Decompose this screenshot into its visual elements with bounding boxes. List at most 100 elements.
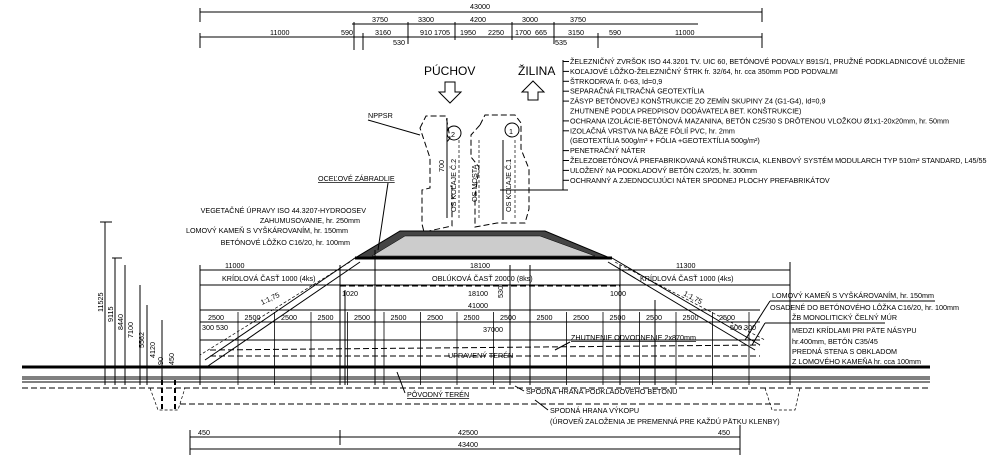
concrete-bottom: SPODNÁ HRANA PODKLADOVÉHO BETÓNU <box>526 387 677 396</box>
layer-note: OCHRANA IZOLÁCIE-BETÓNOVÁ MAZANINA, BETÓ… <box>570 116 949 125</box>
dim-row3: 3150 <box>568 28 584 37</box>
module-dim: 2500 <box>208 313 224 322</box>
module-dim: 2500 <box>427 313 443 322</box>
dim-41000: 41000 <box>468 301 488 310</box>
dim-row3: 1700 <box>515 28 531 37</box>
module-dim: 2500 <box>318 313 334 322</box>
dim-row3: 535 <box>555 38 567 47</box>
dim-row2: 3750 <box>372 15 388 24</box>
left-note: ZAHUMUSOVANIE, hr. 250mm <box>260 216 360 225</box>
dim-1020: 1020 <box>342 289 358 298</box>
layer-note: ZÁSYP BETÓNOVEJ KONŠTRUKCIE ZO ZEMÍN SKU… <box>570 97 826 106</box>
module-dim: 2500 <box>281 313 297 322</box>
layer-note: KOĽAJOVÉ LÔŽKO-ŽELEZNIČNÝ ŠTRK fr. 32/64… <box>570 67 838 76</box>
foundation-note: (ÚROVEŇ ZALOŽENIA JE PREMENNÁ PRE KAŽDÚ … <box>550 417 780 426</box>
right-note: Z LOMOVÉHO KAMEŇA hr. cca 100mm <box>792 357 921 366</box>
dim-1000: 1000 <box>610 289 626 298</box>
dim-row3: 3160 <box>375 28 391 37</box>
dim-overall: 43000 <box>470 2 490 11</box>
layer-note: ŠTRKODRVA fr. 0-63, Id=0,9 <box>570 77 662 86</box>
direction-puchov: PÚCHOV <box>424 63 475 78</box>
excavation-bottom: SPODNÁ HRANA VÝKOPU <box>550 406 639 415</box>
wing-right-label: KRÍDLOVÁ ČASŤ 1000 (4ks) <box>640 274 733 283</box>
original-terrain: PÔVODNÝ TERÉN <box>407 390 469 399</box>
right-note: PREDNÁ STENA S OBKLADOM <box>792 347 897 356</box>
bottom-left: 450 <box>198 428 210 437</box>
layer-note: (GEOTEXTÍLIA 500g/m² + FÓLIA +GEOTEXTÍLI… <box>570 136 760 145</box>
dim-row3: 590 <box>341 28 353 37</box>
slope-left: 1:1,75 <box>259 290 281 307</box>
wing-left-label: KRÍDLOVÁ ČASŤ 1000 (4ks) <box>222 274 315 283</box>
module-dim: 2500 <box>354 313 370 322</box>
dim-row3: 2250 <box>488 28 504 37</box>
vdim: 9115 <box>106 307 115 322</box>
dim-row2: 3000 <box>522 15 538 24</box>
layer-note: SEPARAČNÁ FILTRAČNÁ GEOTEXTÍLIA <box>570 87 705 96</box>
axis-track-2: OS KOĽAJE Č.2 <box>449 159 458 212</box>
layer-note: ŽELEZOBETÓNOVÁ PREFABRIKOVANÁ KONŠTRUKCI… <box>570 156 986 165</box>
embankment <box>199 230 766 367</box>
dim-row2: 4200 <box>470 15 486 24</box>
dim-row3: 11000 <box>675 28 694 37</box>
module-dim: 2500 <box>464 313 480 322</box>
direction-zilina: ŽILINA <box>518 63 555 78</box>
bottom-inner: 42500 <box>458 428 478 437</box>
vdim: 8440 <box>116 314 125 330</box>
module-dim: 2500 <box>500 313 516 322</box>
clearance-gauges: 2 1 700 OS KOĽAJE Č.2 OS MOSTA OS KOĽAJE… <box>367 111 530 233</box>
right-note: ŽB MONOLITICKÝ ČELNÝ MÚR <box>792 313 897 322</box>
axis-track-1: OS KOĽAJE Č.1 <box>504 159 513 212</box>
dim-row2: 3750 <box>570 15 586 24</box>
part-dimensions: 11000 18100 11300 KRÍDLOVÁ ČASŤ 1000 (4k… <box>199 250 791 385</box>
module-dim: 2500 <box>610 313 626 322</box>
vertical-dims: 11525 9115 8440 7100 5562 4120 90 450 <box>96 221 176 385</box>
railing-label: OCEĽOVÉ ZÁBRADLIE <box>318 174 395 183</box>
arch-dim: 18100 <box>470 261 490 270</box>
layer-note: IZOLAČNÁ VRSTVA NA BÁZE FÓLIÍ PVC, hr. 2… <box>570 126 735 135</box>
module-dim: 2500 <box>683 313 699 322</box>
module-dim: 2500 <box>646 313 662 322</box>
dim-row3: 11000 <box>270 28 289 37</box>
dim-530: 530 <box>496 286 505 298</box>
dim-row3: 590 <box>609 28 621 37</box>
bottom-overall: 43400 <box>458 440 478 449</box>
ground-lines: UPRAVENÝ TERÉN ZHUTNENIE ODVODNENIE 2x87… <box>22 333 930 426</box>
module-dim: 2500 <box>245 313 261 322</box>
dim-row3: 1705 <box>434 28 450 37</box>
left-small-dims: 300 530 <box>202 323 228 332</box>
module-dim: 2500 <box>573 313 589 322</box>
vdim: 5562 <box>137 332 146 348</box>
module-dim: 2500 <box>391 313 407 322</box>
wing-right-dim: 11300 <box>676 261 695 270</box>
track-2-marker: 2 <box>451 130 455 139</box>
right-note: OSADENÉ DO BETÓNOVÉHO LÔŽKA C16/20, hr. … <box>770 303 959 312</box>
arch-label: OBLÚKOVÁ ČASŤ 20000 (8ks) <box>432 274 533 283</box>
module-dims: 2500 2500 2500 2500 2500 2500 2500 2500 2500 2500… <box>208 312 750 385</box>
top-dimensions: 43000 3750 3300 4200 3000 3750 11000 590… <box>199 2 763 50</box>
layer-note: OCHRANNÝ A ZJEDNOCUJÚCI NÁTER SPODNEJ PL… <box>570 176 830 185</box>
dim-row3: 530 <box>393 38 405 47</box>
vdim: 450 <box>167 353 176 365</box>
bottom-dimensions: 450 42500 450 43400 <box>189 425 741 455</box>
left-note: VEGETAČNÉ ÚPRAVY ISO 44.3207-HYDROOSEV <box>201 206 367 215</box>
nppsr-label: NPPSR <box>368 111 393 120</box>
right-note: LOMOVÝ KAMEŇ S VYŠKÁROVANÍM, hr. 150mm <box>772 291 934 300</box>
layer-notes-list: ŽELEZNIČNÝ ZVRŠOK ISO 44.3201 TV. UIC 60… <box>563 57 986 185</box>
dim-row2: 3300 <box>418 15 434 24</box>
wing-left-dim: 11000 <box>225 261 244 270</box>
dim-row3: 1950 <box>460 28 476 37</box>
layer-note: ULOŽENÝ NA PODKLADOVÝ BETÓN C20/25, hr. … <box>570 166 757 175</box>
right-notes: LOMOVÝ KAMEŇ S VYŠKÁROVANÍM, hr. 150mm O… <box>744 291 959 366</box>
layer-note: PENETRAČNÝ NÁTER <box>570 146 645 155</box>
right-note: MEDZI KRÍDLAMI PRI PÄTE NÁSYPU <box>792 326 917 335</box>
slope-right: 1:1,75 <box>682 289 704 306</box>
bottom-right: 450 <box>718 428 730 437</box>
dim-row3: 665 <box>535 28 547 37</box>
axis-bridge: OS MOSTA <box>470 164 479 202</box>
drainage-label: ZHUTNENIE ODVODNENIE 2x870mm <box>571 333 696 342</box>
left-note: LOMOVÝ KAMEŇ S VYŠKÁROVANÍM, hr. 150mm <box>186 226 348 235</box>
left-note: BETÓNOVÉ LÔŽKO C16/20, hr. 100mm <box>221 238 350 247</box>
vdim: 7100 <box>126 322 135 338</box>
vdim: 90 <box>156 357 165 365</box>
